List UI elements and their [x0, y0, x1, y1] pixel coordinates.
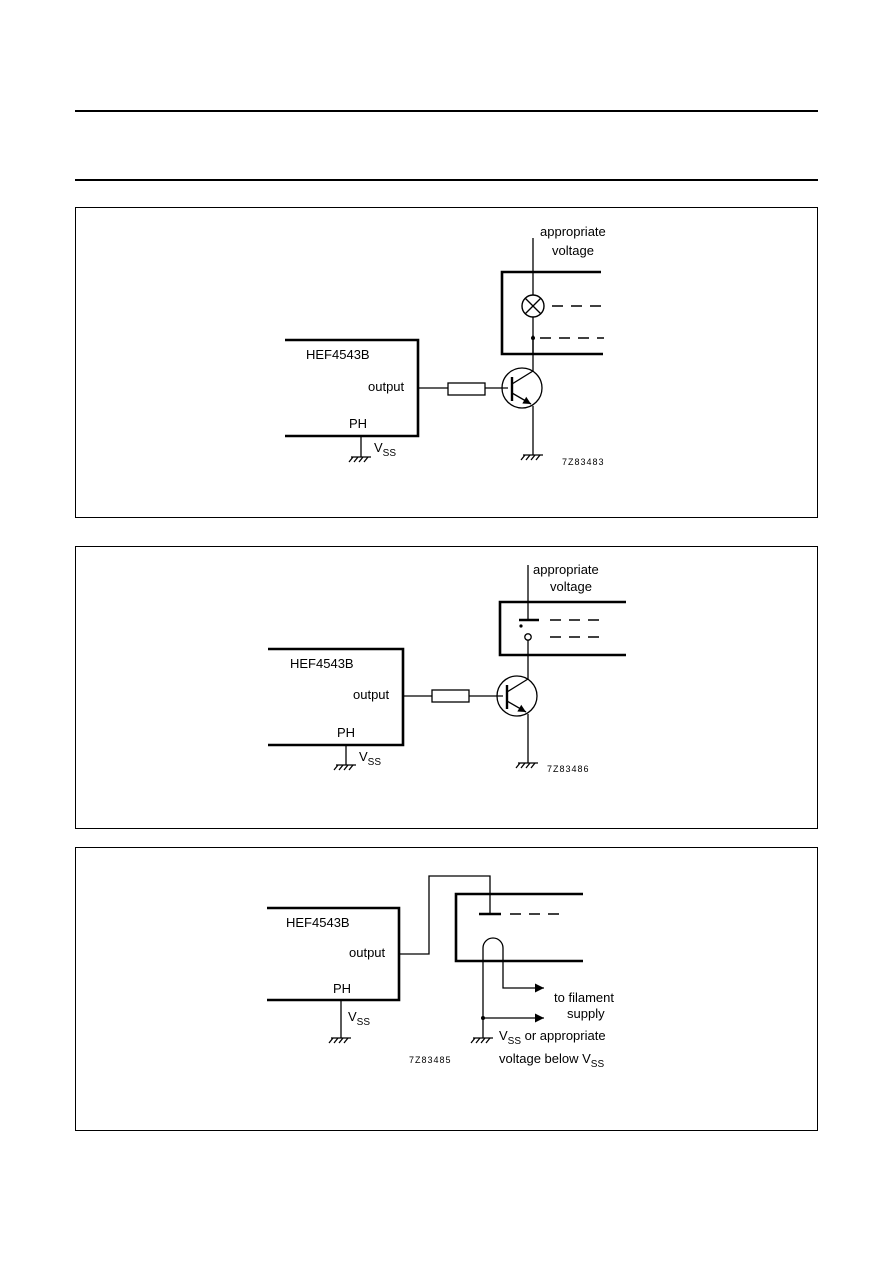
supply-label-1: appropriate	[533, 562, 599, 577]
relay-contact	[524, 633, 532, 641]
base-resistor	[447, 382, 486, 396]
supply-label-2: voltage	[550, 579, 592, 594]
ph-label: PH	[337, 725, 355, 740]
figure-relay-driver: HEF4543B output PH VSS	[75, 546, 818, 829]
base-resistor	[431, 689, 470, 703]
vss-label: VSS	[359, 749, 381, 768]
npn-transistor	[496, 675, 538, 717]
display-bracket	[500, 270, 603, 356]
vss-option-label: VSS or appropriate	[499, 1028, 606, 1047]
display-bracket	[454, 892, 583, 963]
ic-name: HEF4543B	[290, 656, 354, 671]
supply-label-1: appropriate	[540, 224, 606, 239]
vss-label: VSS	[374, 440, 396, 459]
ground-symbol	[328, 1000, 351, 1044]
voltage-below-label: voltage below VSS	[499, 1051, 604, 1070]
lamp-icon	[521, 294, 545, 318]
supply-label-2: voltage	[552, 243, 594, 258]
ph-label: PH	[349, 416, 367, 431]
ph-label: PH	[333, 981, 351, 996]
ground-symbol	[348, 436, 371, 463]
lamp-driver-diagram: HEF4543B output PH VSS	[285, 224, 606, 467]
vss-label: VSS	[348, 1009, 370, 1028]
filament-label-2: supply	[567, 1006, 605, 1021]
ground-symbol	[515, 762, 538, 769]
figure-code: 7Z83485	[409, 1055, 452, 1065]
figure-code: 7Z83486	[547, 764, 590, 774]
figure-lamp-driver: HEF4543B output PH VSS	[75, 207, 818, 518]
filament-label-1: to filament	[554, 990, 614, 1005]
figure-fluorescent-driver: HEF4543B output PH VSS to filame	[75, 847, 818, 1131]
filament	[482, 937, 544, 1018]
header-rule-bottom	[75, 179, 818, 181]
fluorescent-driver-diagram: HEF4543B output PH VSS to filame	[267, 875, 614, 1070]
output-label: output	[349, 945, 386, 960]
ground-symbol	[470, 1037, 493, 1044]
grid-wire	[399, 875, 491, 955]
ground-symbol	[333, 745, 356, 771]
figure-code: 7Z83483	[562, 457, 605, 467]
ic-name: HEF4543B	[306, 347, 370, 362]
output-label: output	[368, 379, 405, 394]
relay-driver-diagram: HEF4543B output PH VSS	[268, 562, 626, 774]
ground-symbol	[520, 454, 543, 461]
npn-transistor	[501, 367, 543, 409]
output-label: output	[353, 687, 390, 702]
display-bracket	[498, 600, 626, 657]
ic-block	[268, 647, 405, 747]
ic-name: HEF4543B	[286, 915, 350, 930]
header-rule-top	[75, 110, 818, 112]
